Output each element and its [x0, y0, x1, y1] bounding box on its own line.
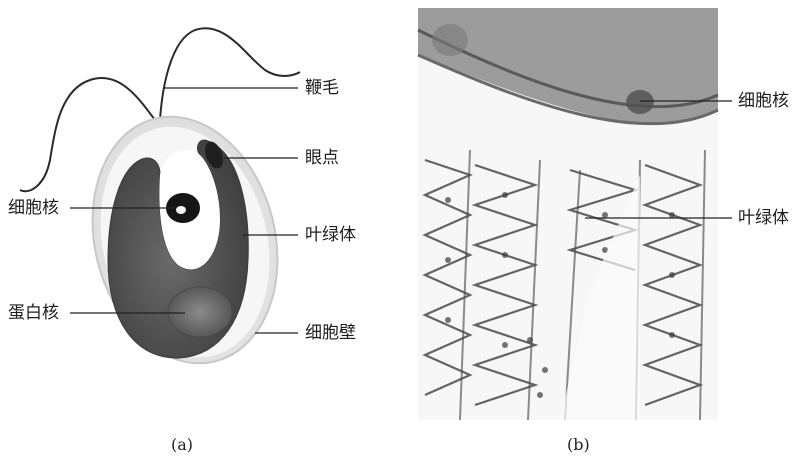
label-chloroplast-a: 叶绿体 — [305, 225, 356, 245]
label-cell-wall: 细胞壁 — [305, 323, 356, 343]
label-nucleus-b: 细胞核 — [738, 91, 789, 111]
label-chloroplast-b: 叶绿体 — [738, 208, 789, 228]
label-flagellum: 鞭毛 — [305, 78, 339, 98]
pyrenoid-shape — [168, 287, 232, 337]
panel-b-micrograph — [418, 8, 732, 420]
label-nucleus-a: 细胞核 — [8, 198, 59, 218]
flagellum-right — [160, 28, 300, 120]
label-pyrenoid: 蛋白核 — [8, 303, 59, 323]
label-eyespot: 眼点 — [305, 148, 339, 168]
caption-b: (b) — [567, 436, 590, 454]
caption-a: (a) — [171, 436, 193, 454]
